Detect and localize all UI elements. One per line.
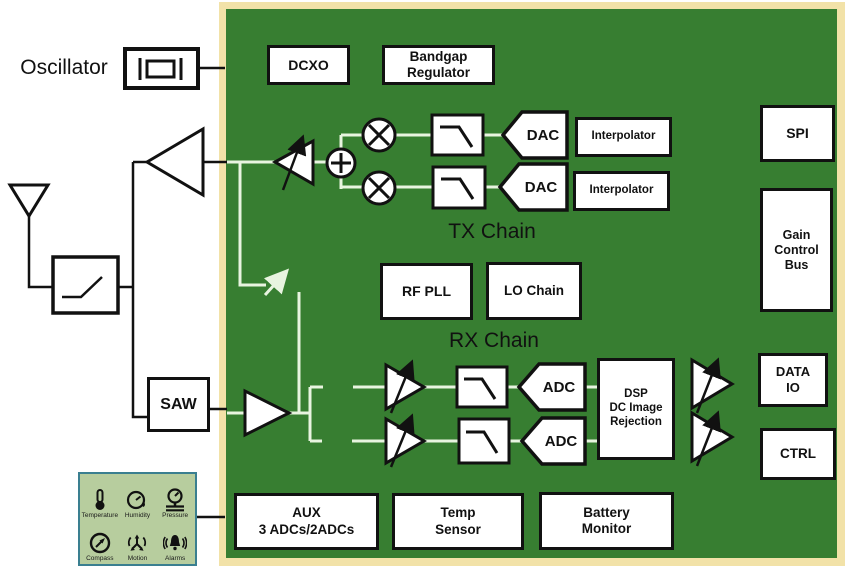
block-data-io: DATA IO	[758, 353, 828, 407]
dac-q-label: DAC	[524, 178, 558, 196]
adc-q-shape	[519, 416, 587, 466]
rx-vga-i-icon	[384, 359, 427, 414]
output-amp-i-icon	[690, 357, 735, 414]
block-dsp-dc-image-rejection: DSP DC Image Rejection	[597, 358, 675, 460]
block-rf-pll: RF PLL	[380, 263, 473, 320]
sensor-compass: Compass	[81, 519, 119, 562]
rx-filter-i-icon	[455, 365, 509, 409]
block-temp-sensor: Temp Sensor	[392, 493, 524, 550]
tx-mixer-q-icon	[361, 170, 397, 206]
adc-i-shape	[516, 362, 587, 412]
dac-q-shape	[497, 162, 569, 212]
motion-icon	[128, 534, 147, 551]
dac-i-shape	[500, 110, 569, 160]
block-interpolator-q: Interpolator	[573, 171, 670, 211]
sensor-label: Humidity	[124, 511, 151, 519]
block-battery-monitor: Battery Monitor	[539, 492, 674, 550]
compass-icon	[89, 532, 111, 553]
adc-i-label: ADC	[542, 378, 576, 396]
tx-filter-q-icon	[431, 165, 487, 210]
sensor-label: Pressure	[162, 511, 189, 519]
block-interpolator-i: Interpolator	[575, 117, 672, 157]
sensor-label: Temperature	[81, 511, 119, 519]
sensor-label: Alarms	[165, 554, 186, 562]
lna-icon	[243, 388, 293, 438]
wire-tx-branch-down	[238, 162, 266, 287]
block-ctrl: CTRL	[760, 428, 836, 480]
block-lo-chain: LO Chain	[486, 262, 582, 320]
adc-q-label: ADC	[544, 432, 578, 450]
tx-filter-i-icon	[430, 113, 485, 157]
sensor-pressure: Pressure	[156, 476, 194, 519]
tx-variable-attenuator-icon	[271, 134, 315, 191]
crystal-oscillator-icon	[123, 47, 200, 90]
antenna-icon	[7, 183, 51, 219]
sensor-motion: Motion	[119, 519, 157, 562]
sensor-label: Motion	[127, 554, 148, 562]
trx-switch-arrow-icon	[263, 268, 290, 297]
internal-wires	[227, 133, 598, 443]
wire-trunk-to-saw	[131, 162, 148, 419]
power-amplifier-icon	[144, 126, 205, 198]
sensors-panel: Temperature Humidity Pressure	[78, 472, 197, 566]
temperature-icon	[95, 488, 105, 510]
sensor-humidity: Humidity	[119, 476, 157, 519]
sensor-temperature: Temperature	[81, 476, 119, 519]
rx-vga-q-icon	[384, 413, 427, 468]
block-spi: SPI	[760, 105, 835, 162]
external-wires	[27, 66, 227, 519]
block-saw-filter: SAW	[147, 377, 210, 432]
dac-i-label: DAC	[526, 126, 560, 144]
tx-chain-label: TX Chain	[448, 220, 536, 243]
sensor-label: Compass	[86, 554, 114, 562]
tx-mixer-i-icon	[361, 117, 397, 153]
block-dcxo: DCXO	[267, 45, 350, 85]
rx-filter-q-icon	[457, 417, 511, 465]
output-amp-q-icon	[690, 410, 735, 467]
wire-antenna-to-switch	[27, 216, 54, 289]
alarms-icon	[163, 534, 188, 550]
block-gain-control-bus: Gain Control Bus	[760, 188, 833, 312]
block-aux-adcs: AUX 3 ADCs/2ADCs	[234, 493, 379, 550]
rx-chain-label: RX Chain	[449, 329, 539, 352]
oscillator-label: Oscillator	[20, 56, 108, 79]
block-bandgap-regulator: Bandgap Regulator	[382, 45, 495, 85]
antenna-switch-icon	[51, 255, 120, 315]
sensor-alarms: Alarms	[156, 519, 194, 562]
summer-icon	[325, 147, 357, 179]
pressure-icon	[166, 487, 185, 511]
humidity-icon	[127, 490, 146, 509]
